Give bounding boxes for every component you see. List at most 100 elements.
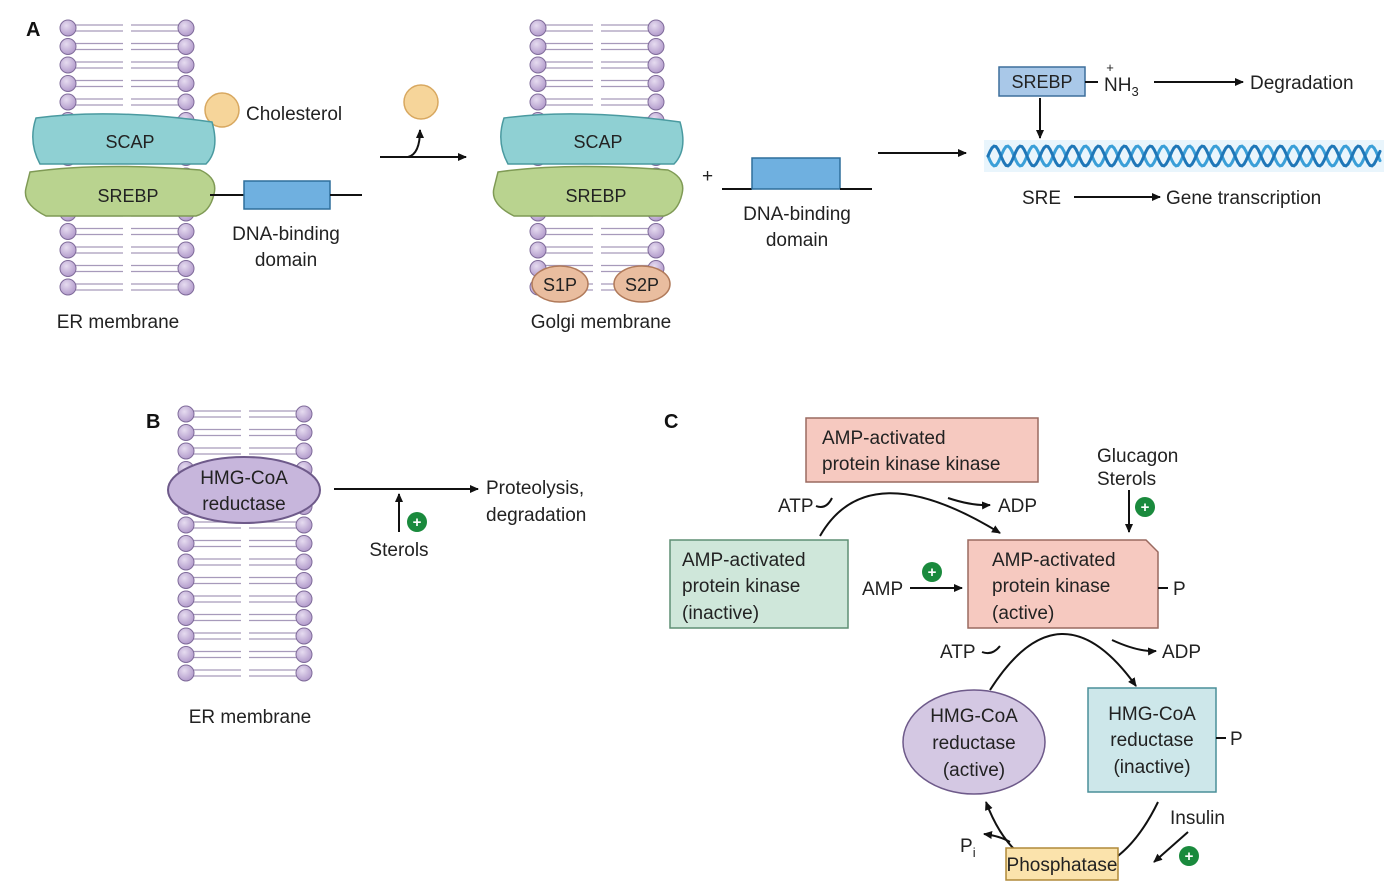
- lipid-head: [177, 93, 195, 111]
- lipid-head: [59, 19, 77, 37]
- lipid-head: [647, 75, 665, 92]
- ampk-active-label-3: (active): [992, 603, 1054, 624]
- lipid-head: [295, 627, 313, 645]
- plus-badge-insulin: +: [1179, 846, 1199, 866]
- plus-badge-glucagon: +: [1135, 497, 1155, 517]
- lipid-head: [177, 56, 195, 74]
- lipid-head: [177, 442, 195, 460]
- ampk-active-label-2: protein kinase: [992, 576, 1110, 597]
- ampk-inactive-label-3: (inactive): [682, 603, 759, 624]
- lipid-head: [59, 260, 77, 277]
- lipid-head: [177, 535, 195, 552]
- lipid-head: [177, 19, 195, 37]
- lipid-head: [177, 405, 195, 423]
- s1p-label: S1P: [543, 275, 577, 295]
- lipid-head: [295, 405, 313, 423]
- dna-binding-label-released-2: domain: [766, 230, 828, 251]
- lipid-head: [647, 56, 665, 74]
- adp-arrow-1: [947, 497, 991, 510]
- sterols-label-c: Sterols: [1097, 469, 1156, 490]
- lipid-head: [177, 260, 195, 277]
- amp-label: AMP: [862, 579, 903, 600]
- hmg-inactive-label-3: (inactive): [1113, 757, 1190, 778]
- plus-sign: +: [702, 166, 713, 187]
- hmg-active-label-1: HMG-CoA: [930, 706, 1018, 727]
- srebp-protein-golgi: [492, 165, 684, 217]
- ampkk-label-2: protein kinase kinase: [822, 454, 1001, 475]
- panel-b-letter: B: [146, 411, 160, 433]
- sterols-label-b: Sterols: [369, 540, 428, 561]
- lipid-head: [177, 609, 195, 626]
- lipid-head: [177, 516, 195, 534]
- lipid-head: [177, 75, 195, 92]
- panel-c-letter: C: [664, 411, 678, 433]
- hmg-inactivation-arc: [989, 633, 1137, 691]
- lipid-head: [647, 241, 665, 259]
- ampk-inactive-box: [669, 539, 849, 629]
- lipid-head: [177, 664, 195, 682]
- atp-label-2: ATP: [940, 642, 976, 663]
- lipid-head: [177, 553, 195, 571]
- glucagon-label: Glucagon: [1097, 446, 1178, 467]
- er-membrane-label-b: ER membrane: [189, 707, 312, 728]
- scap-label-er: SCAP: [105, 132, 154, 152]
- lipid-head: [59, 223, 77, 240]
- hmg-inactive-label-1: HMG-CoA: [1108, 704, 1196, 725]
- lipid-head: [295, 424, 313, 441]
- hmg-inactive-box: [1087, 687, 1217, 793]
- golgi-membrane-label: Golgi membrane: [531, 312, 671, 333]
- degradation-label: Degradation: [1250, 73, 1354, 94]
- er-membrane-b: [177, 405, 313, 682]
- lipid-head: [177, 572, 195, 589]
- lipid-head: [295, 572, 313, 589]
- plus-badge-b: +: [407, 512, 427, 532]
- hmg-coa-reductase-membrane: [167, 456, 321, 524]
- dna-binding-domain-released: [751, 157, 841, 190]
- gene-transcription-label: Gene transcription: [1166, 188, 1321, 209]
- proteolysis-label-2: degradation: [486, 505, 586, 526]
- lipid-head: [295, 609, 313, 626]
- plus-badge-amp: +: [922, 562, 942, 582]
- lipid-head: [295, 590, 313, 608]
- srebp-protein-er: [24, 165, 216, 217]
- lipid-head: [59, 241, 77, 259]
- lipid-head: [59, 56, 77, 74]
- lipid-head: [647, 19, 665, 37]
- ampkk-label-1: AMP-activated: [822, 428, 946, 449]
- s1p-protease: [531, 265, 589, 303]
- phosphatase-box: [1005, 847, 1119, 881]
- pi-release-arrow: [983, 831, 1011, 843]
- svg-text:+: +: [1185, 848, 1194, 865]
- ampk-phosphate-label: P: [1173, 579, 1186, 600]
- ampk-active-box: [967, 539, 1159, 629]
- dna-binding-label-er-2: domain: [255, 250, 317, 271]
- panel-a: A Cholesterol SCAP SREBP DNA-binding dom…: [24, 19, 1384, 333]
- nh3-charge: +: [1106, 60, 1114, 75]
- svg-text:+: +: [1141, 499, 1150, 516]
- lipid-head: [177, 223, 195, 240]
- lipid-head: [295, 553, 313, 571]
- cholesterol-release-arrow: [407, 129, 424, 158]
- scap-label-golgi: SCAP: [573, 132, 622, 152]
- lipid-head: [529, 93, 547, 111]
- lipid-head: [177, 646, 195, 663]
- srebp-nuclear-label: SREBP: [1011, 72, 1072, 92]
- scap-protein-golgi: [500, 113, 684, 165]
- atp-label-1: ATP: [778, 496, 814, 517]
- proteolysis-label-1: Proteolysis,: [486, 478, 584, 499]
- lipid-head: [295, 535, 313, 552]
- srebp-label-golgi: SREBP: [565, 186, 626, 206]
- lipid-head: [59, 75, 77, 92]
- lipid-head: [295, 664, 313, 682]
- phosphatase-label: Phosphatase: [1007, 855, 1118, 876]
- hmg-active-label-3: (active): [943, 760, 1005, 781]
- lipid-head: [59, 93, 77, 111]
- dna-binding-label-released-1: DNA-binding: [743, 204, 851, 225]
- lipid-head: [529, 38, 547, 55]
- hmg-active-ellipse: [902, 689, 1046, 795]
- srebp-label-er: SREBP: [97, 186, 158, 206]
- dna-helix: [984, 140, 1384, 172]
- ampk-inactive-label-1: AMP-activated: [682, 550, 806, 571]
- lipid-head: [177, 627, 195, 645]
- lipid-head: [295, 442, 313, 460]
